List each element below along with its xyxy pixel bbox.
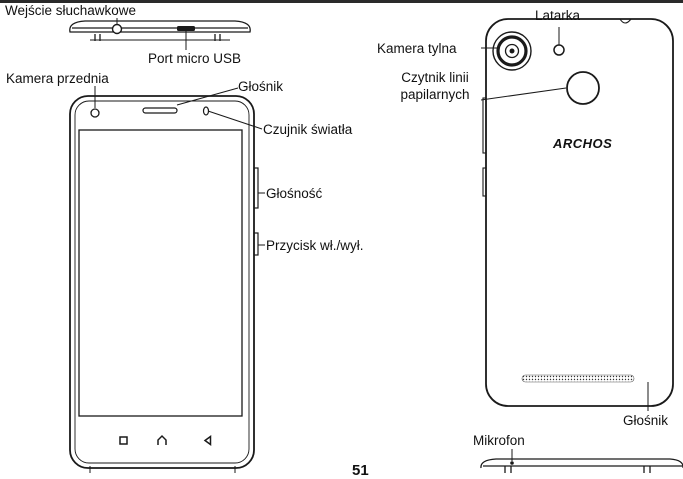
label-front-speaker: Głośnik xyxy=(238,79,284,94)
top-edge-view xyxy=(69,20,251,41)
recent-apps-icon xyxy=(119,436,128,445)
label-front-camera: Kamera przednia xyxy=(6,71,109,86)
micro-usb-port-icon xyxy=(177,26,195,31)
front-camera-icon xyxy=(90,108,100,118)
label-volume: Głośność xyxy=(266,186,323,201)
label-rear-speaker: Głośnik xyxy=(623,413,669,428)
front-speaker-icon xyxy=(142,107,178,114)
label-light-sensor: Czujnik światła xyxy=(263,122,353,137)
headphone-jack-icon xyxy=(111,23,123,35)
microphone-icon xyxy=(510,461,514,465)
label-rear-camera: Kamera tylna xyxy=(377,41,457,56)
label-fingerprint-line1: Czytnik linii xyxy=(401,70,469,85)
label-microphone: Mikrofon xyxy=(473,433,525,448)
home-icon xyxy=(157,434,167,445)
label-headphone-jack: Wejście słuchawkowe xyxy=(5,3,137,18)
page-number: 51 xyxy=(352,462,369,479)
back-phone-view xyxy=(482,18,674,407)
label-power-button: Przycisk wł./wył. xyxy=(266,238,364,253)
brand-logo: ARCHOS xyxy=(552,136,612,151)
label-flashlight: Latarka xyxy=(535,8,581,23)
fingerprint-sensor-icon xyxy=(566,71,600,105)
header-bar xyxy=(0,0,683,3)
label-fingerprint-line2: papilarnych xyxy=(400,87,470,102)
rear-speaker-grill xyxy=(521,374,635,383)
back-icon xyxy=(203,435,212,446)
rear-camera-icon xyxy=(492,31,532,71)
bottom-edge-view xyxy=(480,458,683,473)
flashlight-icon xyxy=(553,44,565,56)
label-micro-usb: Port micro USB xyxy=(148,51,242,66)
front-phone-view xyxy=(69,95,259,473)
light-sensor-icon xyxy=(202,106,210,116)
